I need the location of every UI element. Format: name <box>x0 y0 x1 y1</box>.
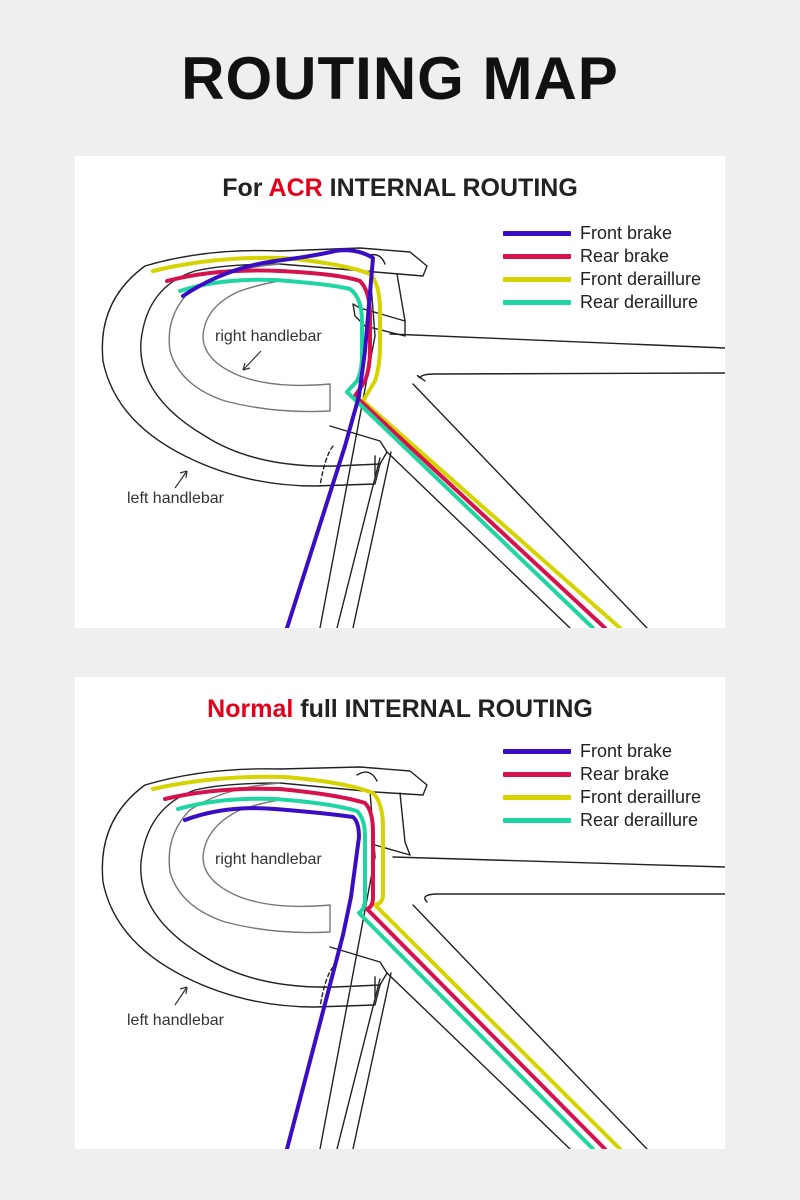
acr-down-tube-lower <box>386 451 571 628</box>
normal-steerer-right <box>374 792 411 856</box>
legend-swatch <box>503 795 571 800</box>
legend-item: Rear deraillure <box>503 291 701 314</box>
acr-panel-title: For ACR INTERNAL ROUTING <box>75 174 725 203</box>
acr-right-handlebar-label: right handlebar <box>215 328 322 345</box>
acr-front-derailleur-cable <box>151 255 622 628</box>
page-title: ROUTING MAP <box>181 45 619 112</box>
normal-head-tube-right <box>352 972 392 1149</box>
legend-label: Rear brake <box>580 764 670 784</box>
acr-left-arrow-icon <box>174 470 188 489</box>
acr-head-tube-left <box>319 335 376 628</box>
legend-item: Front brake <box>503 222 701 245</box>
acr-routing-diagram <box>101 247 725 628</box>
legend-item: Rear brake <box>503 763 701 786</box>
acr-routing-panel: For ACR INTERNAL ROUTING <box>75 156 725 628</box>
acr-clamp <box>329 425 388 465</box>
acr-fork-line <box>336 457 381 628</box>
normal-legend: Front brake Rear brake Front deraillure … <box>503 740 701 832</box>
legend-item: Front deraillure <box>503 786 701 809</box>
normal-top-tube-upper <box>392 856 725 868</box>
normal-title-highlight: Normal <box>207 695 294 723</box>
legend-label: Front deraillure <box>580 269 702 289</box>
normal-right-handlebar <box>168 782 331 934</box>
normal-clamp <box>329 946 388 986</box>
legend-swatch <box>503 277 571 282</box>
legend-label: Rear deraillure <box>580 810 699 830</box>
normal-stem-cap <box>356 771 378 782</box>
normal-left-handlebar-label: left handlebar <box>127 1012 224 1029</box>
acr-steerer-right <box>396 273 406 322</box>
normal-routing-diagram <box>101 766 725 1149</box>
acr-front-brake-cable <box>181 248 375 628</box>
normal-routing-panel: Normal full INTERNAL ROUTING <box>75 677 725 1149</box>
normal-right-handlebar-label: right handlebar <box>215 851 322 868</box>
acr-title-suffix: INTERNAL ROUTING <box>322 174 578 202</box>
legend-label: Front brake <box>580 741 673 761</box>
legend-label: Front deraillure <box>580 787 702 807</box>
legend-item: Rear deraillure <box>503 809 701 832</box>
acr-cable-group <box>151 248 622 628</box>
acr-frame-outline <box>101 247 725 628</box>
normal-title-suffix: full INTERNAL ROUTING <box>293 695 593 723</box>
legend-label: Rear deraillure <box>580 292 699 312</box>
normal-rear-brake-cable <box>163 786 607 1149</box>
acr-right-handlebar <box>168 263 331 413</box>
normal-hidden-edge <box>319 966 334 1008</box>
normal-stem <box>279 766 428 796</box>
acr-hidden-edge <box>319 445 334 487</box>
legend-item: Front deraillure <box>503 268 701 291</box>
normal-down-tube-upper <box>412 904 648 1149</box>
normal-label-arrows <box>174 986 188 1006</box>
acr-top-tube-upper <box>389 333 725 349</box>
normal-left-arrow-icon <box>174 986 188 1006</box>
acr-legend: Front brake Rear brake Front deraillure … <box>503 222 701 314</box>
acr-title-highlight: ACR <box>268 174 323 202</box>
normal-frame-outline <box>101 766 725 1149</box>
legend-label: Rear brake <box>580 246 670 266</box>
normal-front-derailleur-cable <box>151 774 622 1149</box>
normal-fork-line <box>336 978 381 1149</box>
normal-front-brake-cable <box>183 806 361 1149</box>
legend-swatch <box>503 300 571 305</box>
normal-left-handlebar <box>101 768 381 1008</box>
legend-swatch <box>503 231 571 236</box>
acr-title-prefix: For <box>222 174 269 202</box>
legend-label: Front brake <box>580 223 673 243</box>
acr-top-tube-lower <box>416 372 725 382</box>
legend-swatch <box>503 749 571 754</box>
legend-swatch <box>503 772 571 777</box>
legend-swatch <box>503 254 571 259</box>
acr-right-arrow-icon <box>242 350 262 371</box>
acr-label-arrows <box>174 350 262 489</box>
normal-top-tube-lower <box>424 893 725 903</box>
acr-head-tube-right <box>352 451 392 628</box>
normal-panel-title: Normal full INTERNAL ROUTING <box>75 695 725 724</box>
acr-stem <box>279 247 428 277</box>
legend-swatch <box>503 818 571 823</box>
acr-down-tube-upper <box>412 383 648 628</box>
legend-item: Rear brake <box>503 245 701 268</box>
legend-item: Front brake <box>503 740 701 763</box>
normal-cable-group <box>151 774 622 1149</box>
normal-rear-derailleur-cable <box>176 796 595 1149</box>
normal-down-tube-lower <box>386 972 571 1149</box>
acr-left-handlebar-label: left handlebar <box>127 490 224 507</box>
acr-left-handlebar <box>101 249 381 487</box>
